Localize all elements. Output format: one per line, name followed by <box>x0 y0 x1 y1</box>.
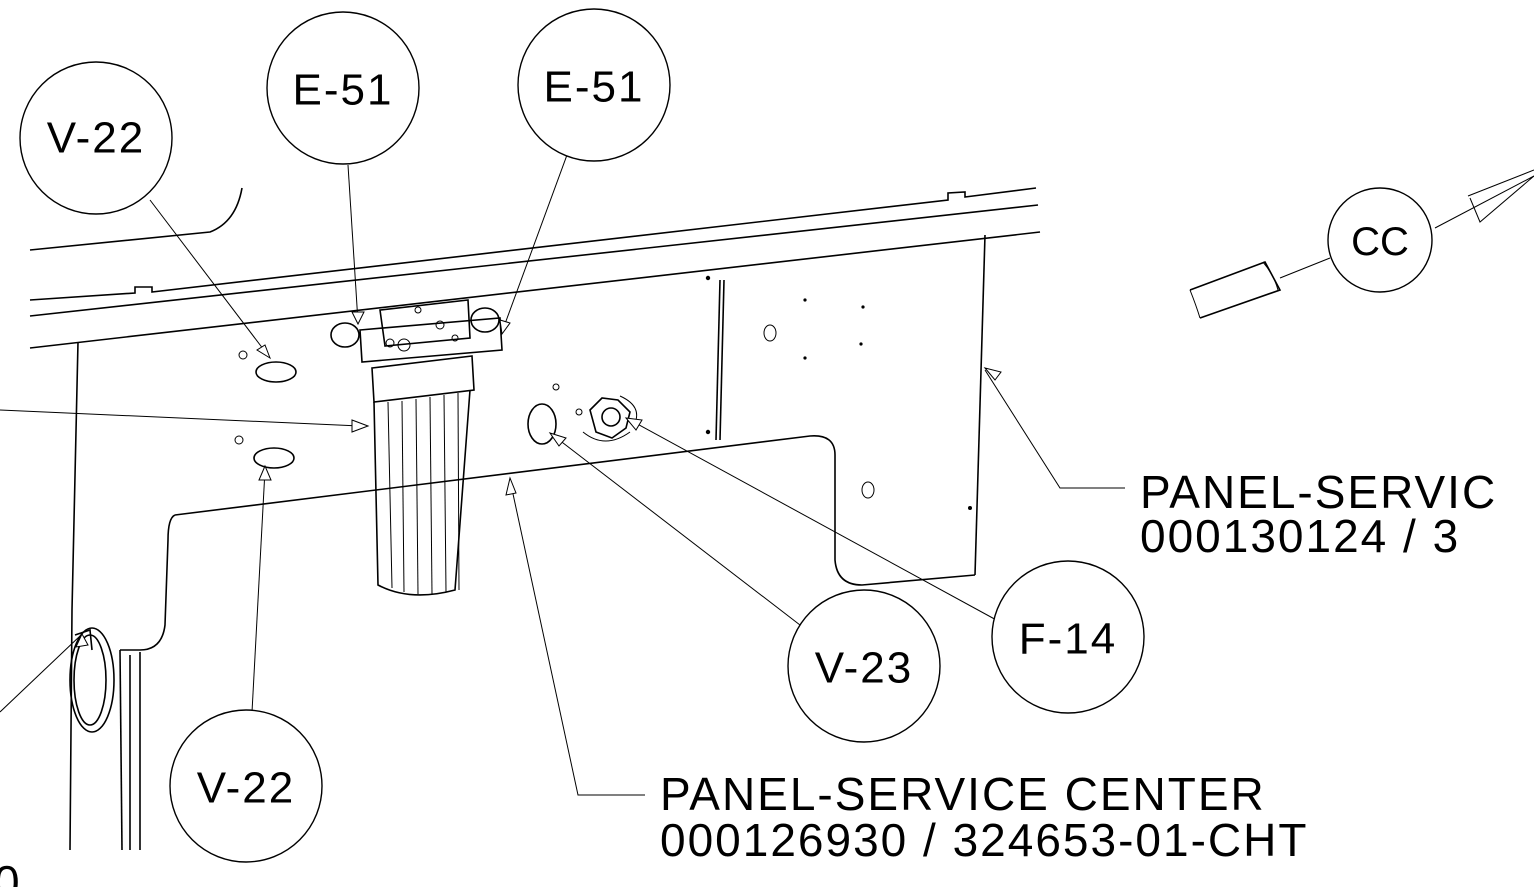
callout-v22-top-label: V-22 <box>47 114 146 163</box>
callout-v23: V-23 <box>787 589 941 743</box>
callout-cc: CC <box>1327 187 1433 293</box>
top-rail <box>29 187 1041 349</box>
callout-e51-left: E-51 <box>266 11 420 165</box>
label-panel-service-right: PANEL-SERVIC 000130124 / 3 <box>1140 466 1497 562</box>
cc-detail <box>1189 169 1534 319</box>
panel-right-line2: 000130124 / 3 <box>1140 510 1460 562</box>
label-panel-service-center: PANEL-SERVICE CENTER 000126930 / 324653-… <box>660 768 1308 866</box>
callout-v22-bottom: V-22 <box>169 709 323 863</box>
filter-housing <box>330 299 503 596</box>
callout-f14: F-14 <box>991 560 1145 714</box>
side-ring <box>69 627 115 733</box>
callout-v22-bottom-label: V-22 <box>197 764 296 813</box>
left-panel-body <box>69 234 986 851</box>
callout-e51-left-label: E-51 <box>293 66 394 115</box>
panel-center-line1: PANEL-SERVICE CENTER <box>660 768 1266 820</box>
callout-v23-label: V-23 <box>815 644 914 693</box>
callout-e51-right: E-51 <box>517 8 671 162</box>
panel-center-line2: 000126930 / 324653-01-CHT <box>660 814 1308 866</box>
cutoff-fragment: 0 <box>0 856 22 887</box>
panel-right-line1: PANEL-SERVIC <box>1140 466 1497 518</box>
callout-e51-right-label: E-51 <box>544 63 645 112</box>
callout-v22-top: V-22 <box>19 61 173 215</box>
callout-f14-label: F-14 <box>1019 615 1117 664</box>
leader-lines <box>0 124 1125 796</box>
arrowheads <box>75 311 1002 648</box>
panel-holes <box>234 275 972 510</box>
callout-cc-label: CC <box>1351 220 1409 264</box>
